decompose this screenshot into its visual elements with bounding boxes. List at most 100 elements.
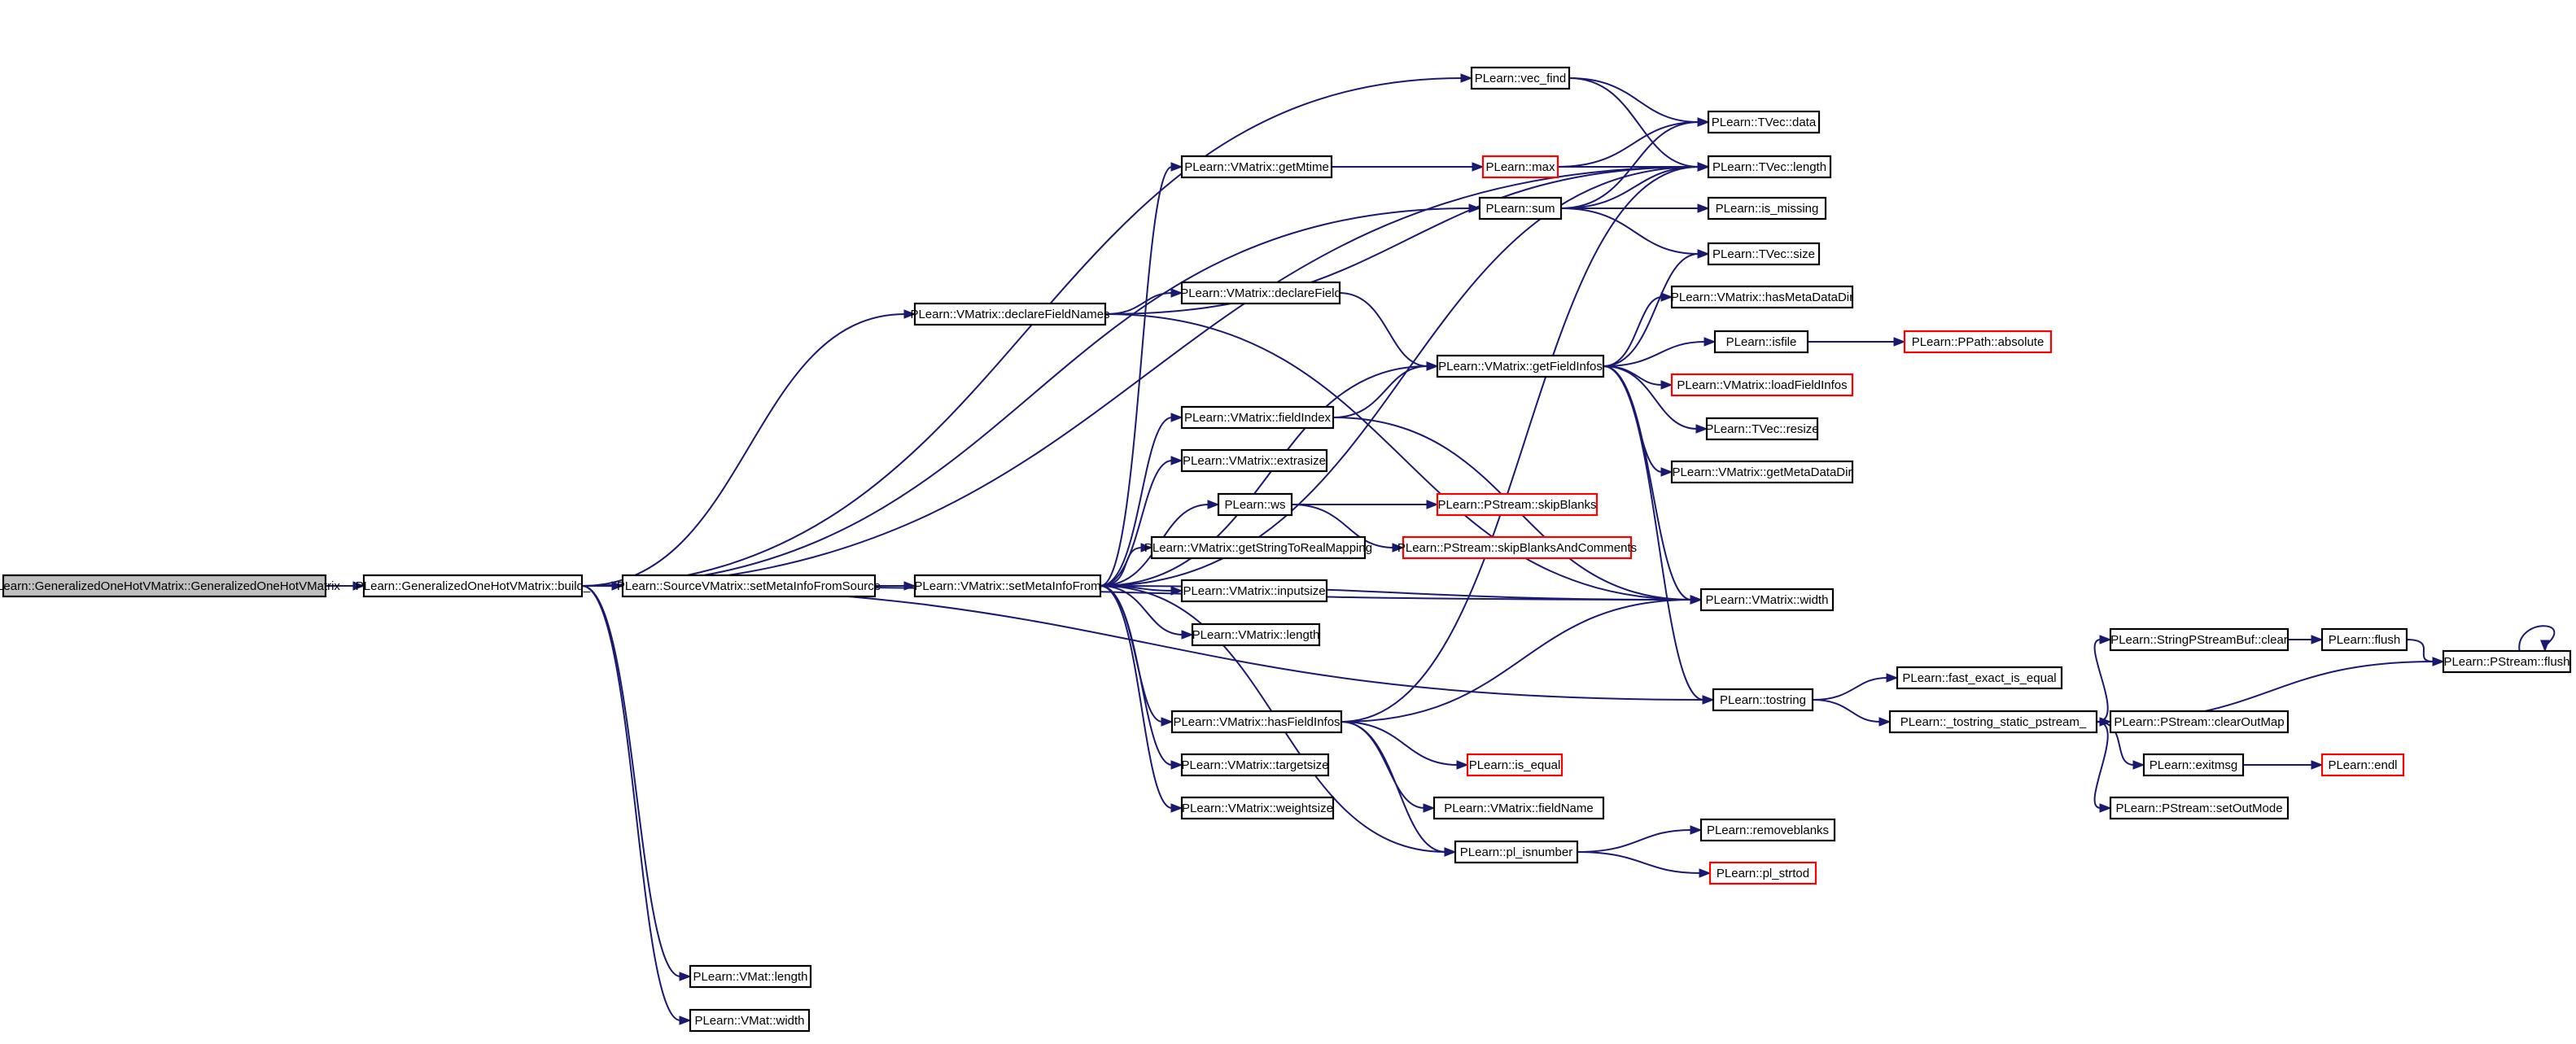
node-vmatwidth[interactable]: PLearn::VMat::width: [689, 1008, 811, 1033]
node-clearOutMap[interactable]: PLearn::PStream::clearOutMap: [2109, 710, 2290, 734]
node-box-setMetaSrc[interactable]: [621, 574, 877, 598]
node-box-fieldIndex[interactable]: [1180, 405, 1335, 430]
node-setOutMode[interactable]: PLearn::PStream::setOutMode: [2109, 796, 2290, 820]
node-getMtime[interactable]: PLearn::VMatrix::getMtime: [1180, 155, 1333, 179]
node-tvsize[interactable]: PLearn::TVec::size: [1707, 242, 1821, 266]
node-absolute[interactable]: PLearn::PPath::absolute: [1903, 330, 2053, 354]
node-declareFN[interactable]: PLearn::VMatrix::declareFieldNames: [910, 302, 1110, 326]
node-tostring[interactable]: PLearn::tostring: [1712, 688, 1814, 712]
node-tvlength[interactable]: PLearn::TVec::length: [1707, 155, 1832, 179]
node-box-plstrtod[interactable]: [1708, 861, 1817, 885]
node-root[interactable]: PLearn::GeneralizedOneHotVMatrix::Genera…: [0, 574, 340, 598]
node-box-vmatlength[interactable]: [689, 964, 812, 989]
node-box-isfile[interactable]: [1713, 330, 1809, 354]
node-box-loadFI[interactable]: [1670, 373, 1854, 397]
node-box-sum[interactable]: [1478, 196, 1563, 221]
node-box-psflush[interactable]: [2442, 649, 2572, 674]
node-vmatlength[interactable]: PLearn::VMat::length: [689, 964, 812, 989]
node-max[interactable]: PLearn::max: [1481, 155, 1559, 179]
node-skipBC[interactable]: PLearn::PStream::skipBlanksAndComments: [1397, 535, 1637, 560]
node-tvdata[interactable]: PLearn::TVec::data: [1707, 110, 1821, 134]
node-sbclear[interactable]: PLearn::StringPStreamBuf::clear: [2109, 627, 2290, 652]
node-flush[interactable]: PLearn::flush: [2320, 627, 2408, 652]
node-declareField[interactable]: PLearn::VMatrix::declareField: [1180, 281, 1341, 305]
node-isfile[interactable]: PLearn::isfile: [1713, 330, 1809, 354]
node-box-clearOutMap[interactable]: [2109, 710, 2290, 734]
node-vwidth[interactable]: PLearn::VMatrix::width: [1699, 588, 1835, 612]
node-box-flush[interactable]: [2320, 627, 2408, 652]
node-box-vlength[interactable]: [1191, 622, 1321, 647]
node-box-getStrReal[interactable]: [1150, 535, 1367, 560]
node-box-tostring[interactable]: [1712, 688, 1814, 712]
node-setMetaSrc[interactable]: PLearn::SourceVMatrix::setMetaInfoFromSo…: [617, 574, 881, 598]
node-plisnum[interactable]: PLearn::pl_isnumber: [1454, 840, 1579, 864]
node-removeblanks[interactable]: PLearn::removeblanks: [1699, 818, 1836, 842]
node-ismissing[interactable]: PLearn::is_missing: [1707, 196, 1827, 221]
node-box-vecfind[interactable]: [1470, 66, 1571, 90]
node-box-declareField[interactable]: [1180, 281, 1341, 305]
node-build_[interactable]: PLearn::GeneralizedOneHotVMatrix::build_: [356, 574, 591, 598]
node-box-setMeta[interactable]: [913, 574, 1102, 598]
node-box-root[interactable]: [2, 574, 327, 598]
node-tvresize[interactable]: PLearn::TVec::resize: [1705, 417, 1819, 441]
node-box-absolute[interactable]: [1903, 330, 2053, 354]
node-fieldName[interactable]: PLearn::VMatrix::fieldName: [1432, 796, 1605, 820]
node-box-build_[interactable]: [362, 574, 584, 598]
node-weightsize[interactable]: PLearn::VMatrix::weightsize: [1180, 796, 1335, 820]
node-box-ismissing[interactable]: [1707, 196, 1827, 221]
node-box-exitmsg[interactable]: [2142, 753, 2245, 777]
node-hasMDD[interactable]: PLearn::VMatrix::hasMetaDataDir: [1670, 285, 1854, 309]
node-box-inputsize[interactable]: [1180, 579, 1328, 603]
node-box-ws[interactable]: [1217, 492, 1293, 517]
node-box-plisnum[interactable]: [1454, 840, 1579, 864]
node-loadFI[interactable]: PLearn::VMatrix::loadFieldInfos: [1670, 373, 1854, 397]
node-endl[interactable]: PLearn::endl: [2320, 753, 2405, 777]
node-targetsize[interactable]: PLearn::VMatrix::targetsize: [1180, 753, 1330, 777]
node-fieldIndex[interactable]: PLearn::VMatrix::fieldIndex: [1180, 405, 1335, 430]
node-getMDD[interactable]: PLearn::VMatrix::getMetaDataDir: [1670, 460, 1854, 484]
node-hasFI[interactable]: PLearn::VMatrix::hasFieldInfos: [1170, 710, 1343, 734]
node-skipBlanks[interactable]: PLearn::PStream::skipBlanks: [1436, 492, 1599, 517]
node-vecfind[interactable]: PLearn::vec_find: [1470, 66, 1571, 90]
node-exitmsg[interactable]: PLearn::exitmsg: [2142, 753, 2245, 777]
node-box-sbclear[interactable]: [2109, 627, 2290, 652]
node-box-tvdata[interactable]: [1707, 110, 1821, 134]
node-fastexact[interactable]: PLearn::fast_exact_is_equal: [1896, 666, 2063, 690]
node-sum[interactable]: PLearn::sum: [1478, 196, 1563, 221]
node-box-skipBlanks[interactable]: [1436, 492, 1599, 517]
node-ws[interactable]: PLearn::ws: [1217, 492, 1293, 517]
node-box-fastexact[interactable]: [1896, 666, 2063, 690]
node-box-vwidth[interactable]: [1699, 588, 1835, 612]
node-psflush[interactable]: PLearn::PStream::flush: [2442, 649, 2572, 674]
node-inputsize[interactable]: PLearn::VMatrix::inputsize: [1180, 579, 1328, 603]
node-box-getMtime[interactable]: [1180, 155, 1333, 179]
node-box-weightsize[interactable]: [1180, 796, 1335, 820]
node-getFI[interactable]: PLearn::VMatrix::getFieldInfos: [1436, 354, 1605, 378]
node-box-skipBC[interactable]: [1402, 535, 1633, 560]
node-box-vmatwidth[interactable]: [689, 1008, 811, 1033]
node-box-tvsize[interactable]: [1707, 242, 1821, 266]
node-box-getFI[interactable]: [1436, 354, 1605, 378]
node-setMeta[interactable]: PLearn::VMatrix::setMetaInfoFrom: [913, 574, 1102, 598]
node-box-tostrstatic[interactable]: [1888, 710, 2098, 734]
node-box-setOutMode[interactable]: [2109, 796, 2290, 820]
node-box-max[interactable]: [1481, 155, 1559, 179]
node-box-hasFI[interactable]: [1170, 710, 1343, 734]
node-box-hasMDD[interactable]: [1670, 285, 1854, 309]
node-box-targetsize[interactable]: [1180, 753, 1330, 777]
node-box-getMDD[interactable]: [1670, 460, 1854, 484]
node-box-extrasize[interactable]: [1180, 448, 1328, 473]
node-plstrtod[interactable]: PLearn::pl_strtod: [1708, 861, 1817, 885]
node-box-fieldName[interactable]: [1432, 796, 1605, 820]
node-extrasize[interactable]: PLearn::VMatrix::extrasize: [1180, 448, 1328, 473]
node-isequal[interactable]: PLearn::is_equal: [1466, 753, 1564, 777]
node-box-isequal[interactable]: [1466, 753, 1564, 777]
node-getStrReal[interactable]: PLearn::VMatrix::getStringToRealMapping: [1144, 535, 1372, 560]
node-tostrstatic[interactable]: PLearn::_tostring_static_pstream_: [1888, 710, 2098, 734]
node-box-removeblanks[interactable]: [1699, 818, 1836, 842]
node-box-tvresize[interactable]: [1705, 417, 1819, 441]
node-box-tvlength[interactable]: [1707, 155, 1832, 179]
node-box-declareFN[interactable]: [913, 302, 1107, 326]
node-vlength[interactable]: PLearn::VMatrix::length: [1191, 622, 1321, 647]
node-box-endl[interactable]: [2320, 753, 2405, 777]
